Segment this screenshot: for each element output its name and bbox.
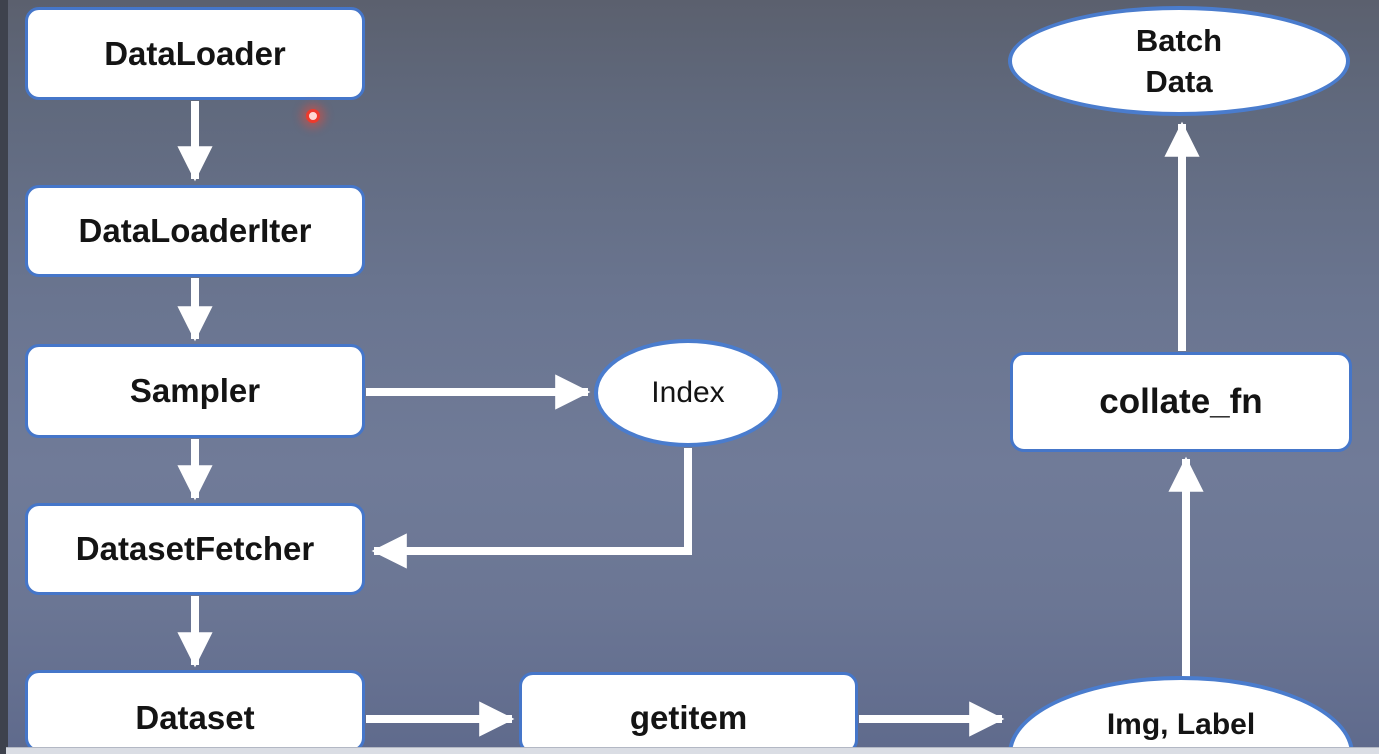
node-datasetfetcher-label: DatasetFetcher bbox=[75, 530, 315, 567]
node-dataloader-label: DataLoader bbox=[104, 34, 286, 72]
node-dataset: Dataset bbox=[25, 670, 365, 752]
laser-pointer-dot bbox=[306, 109, 320, 123]
node-collate-fn: collate_fn bbox=[1010, 352, 1352, 452]
left-edge-strip bbox=[0, 0, 8, 754]
node-getitem: getitem bbox=[519, 672, 858, 754]
node-dataloaderiter: DataLoaderIter bbox=[25, 185, 365, 277]
bottom-bar bbox=[6, 747, 1379, 754]
node-sampler-label: Sampler bbox=[129, 372, 261, 409]
node-index-label: Index bbox=[651, 376, 725, 409]
node-dataloaderiter-label: DataLoaderIter bbox=[78, 212, 312, 249]
node-batch-data: Batch Data bbox=[1008, 6, 1350, 116]
node-datasetfetcher: DatasetFetcher bbox=[25, 503, 365, 595]
node-dataloader: DataLoader bbox=[25, 7, 365, 100]
node-img-label-label: Img, Label bbox=[1106, 708, 1256, 741]
node-dataset-label: Dataset bbox=[135, 699, 255, 736]
arrow-index-to-datasetfetcher bbox=[371, 448, 692, 569]
node-batch-data-line2: Data bbox=[1145, 64, 1213, 99]
node-collate-fn-label: collate_fn bbox=[1099, 382, 1263, 421]
node-batch-data-line1: Batch bbox=[1135, 23, 1223, 58]
node-getitem-label: getitem bbox=[629, 699, 748, 736]
node-index: Index bbox=[594, 339, 782, 447]
node-sampler: Sampler bbox=[25, 344, 365, 438]
